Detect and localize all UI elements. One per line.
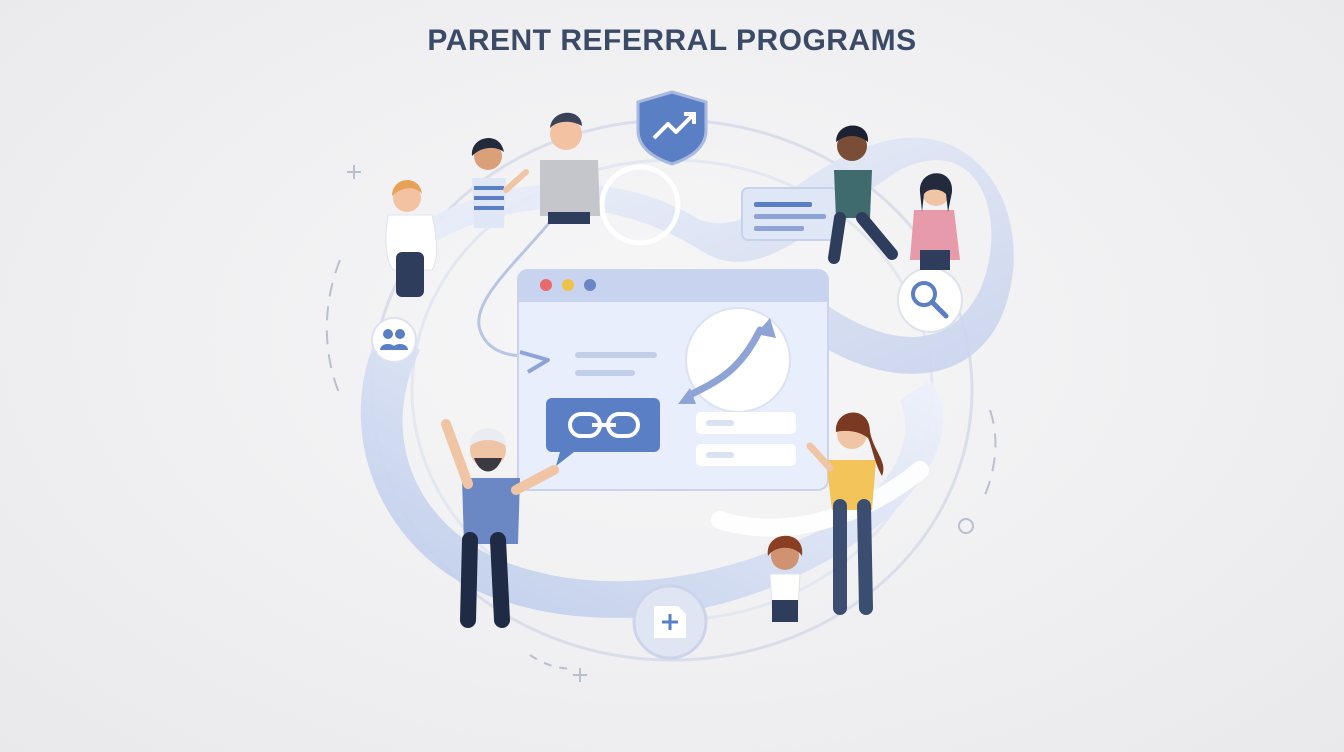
people-group-icon xyxy=(371,317,417,363)
sync-arrows-icon xyxy=(678,307,791,413)
info-pills xyxy=(696,412,796,466)
magnifier-icon xyxy=(897,267,963,333)
add-document-icon xyxy=(632,584,708,660)
person-woman-striped xyxy=(471,138,529,228)
person-man-grey xyxy=(540,112,600,224)
window-close-dot xyxy=(540,279,552,291)
person-woman-pink xyxy=(910,173,960,270)
message-card xyxy=(741,187,839,241)
chain-link-icon xyxy=(546,398,660,466)
person-child xyxy=(767,535,803,622)
window-minimize-dot xyxy=(562,279,574,291)
decorative-sparkles xyxy=(325,165,997,682)
shield-growth-icon xyxy=(636,90,708,166)
window-maximize-dot xyxy=(584,279,596,291)
person-man-bearded xyxy=(441,419,559,628)
person-woman-yellow xyxy=(806,412,884,615)
person-man-green xyxy=(828,125,898,264)
page-title: PARENT REFERRAL PROGRAMS xyxy=(427,24,917,57)
bubble-ring xyxy=(599,164,681,246)
person-woman-left xyxy=(385,179,437,297)
